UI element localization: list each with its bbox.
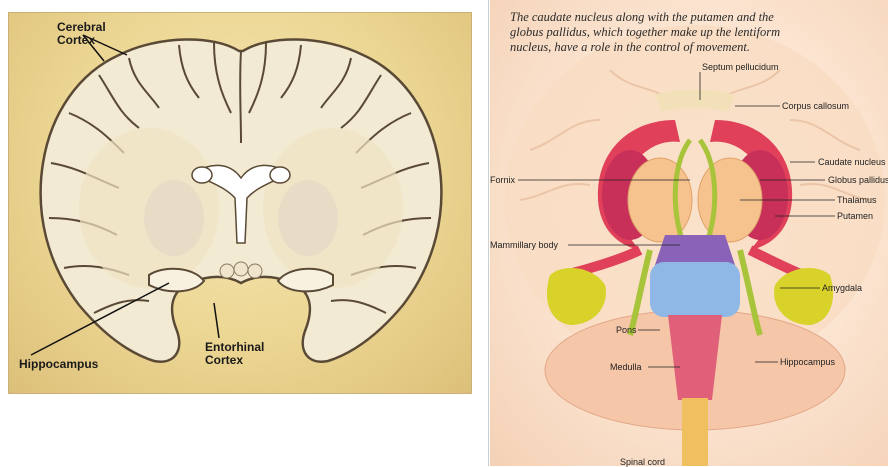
label-septum-pellucidum: Septum pellucidum — [702, 62, 779, 72]
label-thalamus: Thalamus — [837, 195, 877, 205]
label-medulla: Medulla — [610, 362, 642, 372]
label-amygdala: Amygdala — [822, 283, 862, 293]
coronal-section-panel: Cerebral Cortex Hippocampus Entorhinal C… — [8, 12, 472, 394]
label-pons: Pons — [616, 325, 637, 335]
label-fornix: Fornix — [490, 175, 515, 185]
basal-ganglia-panel: The caudate nucleus along with the putam… — [490, 0, 888, 466]
thalamus-left — [628, 158, 692, 242]
label-caudate-nucleus: Caudate nucleus — [818, 157, 886, 167]
label-cerebral-cortex: Cerebral Cortex — [57, 21, 106, 47]
label-corpus-callosum: Corpus callosum — [782, 101, 849, 111]
label-putamen: Putamen — [837, 211, 873, 221]
label-globus-pallidus: Globus pallidus — [828, 175, 888, 185]
pons — [650, 262, 740, 317]
label-mammillary-body: Mammillary body — [490, 240, 558, 250]
coronal-brain-illustration — [9, 13, 471, 393]
spinal-cord — [682, 398, 708, 466]
label-entorhinal-cortex: Entorhinal Cortex — [205, 341, 264, 367]
label-hippocampus-left: Hippocampus — [19, 358, 98, 371]
basal-ganglia-illustration — [490, 0, 888, 466]
midbrain — [655, 235, 735, 265]
label-hippocampus-right: Hippocampus — [780, 357, 835, 367]
figure-caption: The caudate nucleus along with the putam… — [510, 10, 790, 55]
panel-divider — [488, 0, 489, 466]
